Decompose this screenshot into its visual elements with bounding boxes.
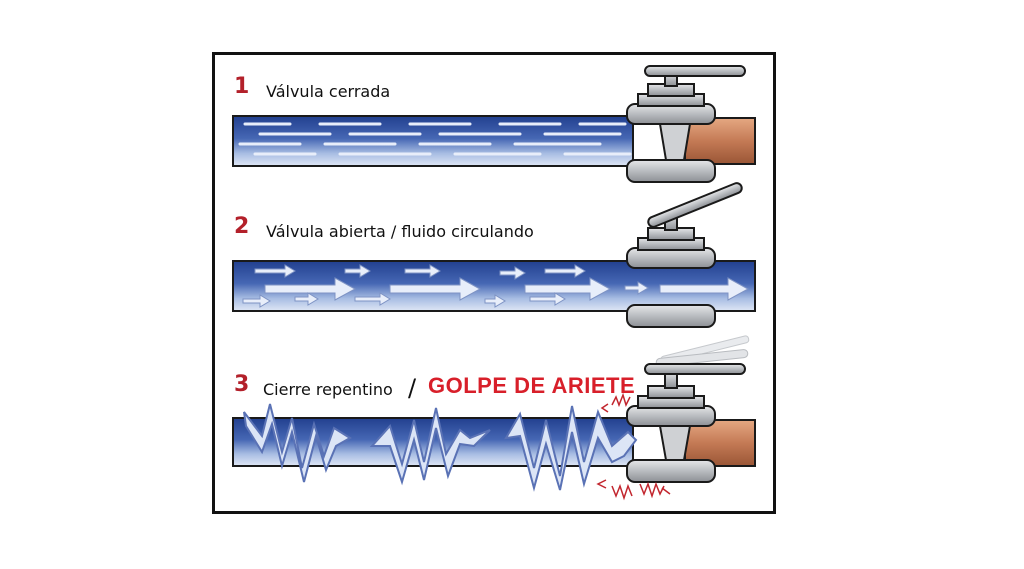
still-water-lines — [238, 122, 632, 156]
valve-1 — [626, 65, 746, 183]
step-2-number: 2 — [234, 214, 250, 239]
shock-waves — [243, 403, 638, 492]
water-hammer-alert: GOLPE DE ARIETE — [428, 373, 636, 398]
step-3-label: Cierre repentino — [263, 380, 393, 399]
step-3-separator: / — [408, 374, 417, 402]
step-3-number: 3 — [234, 372, 250, 397]
step-1-number: 1 — [234, 74, 250, 99]
valve-3 — [626, 335, 750, 483]
valve-2 — [626, 182, 743, 328]
pipe-3 — [232, 335, 756, 501]
vibration-marks — [596, 392, 671, 501]
step-1-label: Válvula cerrada — [266, 82, 391, 101]
step-2-label: Válvula abierta / fluido circulando — [266, 222, 534, 241]
pipe-2 — [232, 182, 756, 328]
pipe-1 — [232, 65, 756, 183]
flow-arrows — [242, 264, 750, 308]
